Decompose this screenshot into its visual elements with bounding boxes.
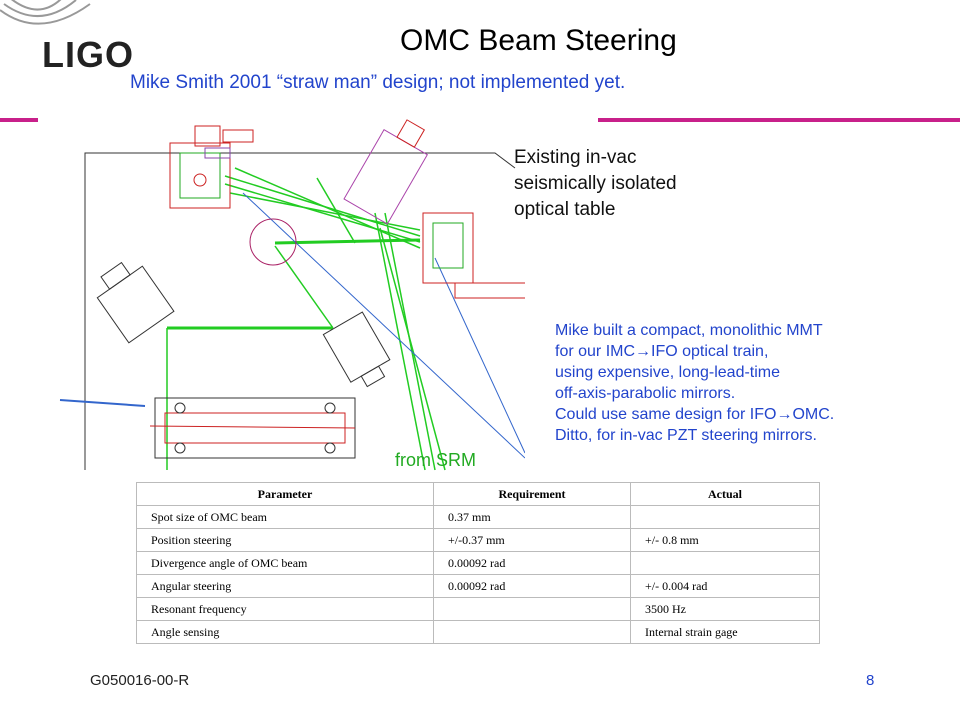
cell-parameter: Divergence angle of OMC beam [136, 551, 434, 575]
optical-table-label-line: optical table [514, 199, 616, 220]
mount-top-left [169, 125, 254, 209]
curved-mirror [249, 218, 297, 266]
cell-parameter: Angle sensing [136, 620, 434, 644]
pointer-lines [59, 192, 525, 459]
mmt-note: Mike built a compact, monolithic MMT for… [555, 320, 834, 446]
cell-actual: +/- 0.8 mm [630, 528, 820, 552]
header-rule-right [598, 118, 960, 122]
ligo-logo: LIGO [42, 34, 134, 75]
cell-requirement [433, 597, 631, 621]
cell-requirement: 0.37 mm [433, 505, 631, 529]
cell-parameter: Resonant frequency [136, 597, 434, 621]
table-row: Position steering +/-0.37 mm +/- 0.8 mm [136, 528, 820, 552]
document-id: G050016-00-R [90, 672, 190, 689]
beam-paths [166, 167, 446, 471]
cell-actual [630, 505, 820, 529]
mount-left [96, 261, 175, 344]
mount-bottom [149, 397, 356, 459]
header-parameter: Parameter [136, 482, 434, 506]
cell-actual: 3500 Hz [630, 597, 820, 621]
cell-parameter: Angular steering [136, 574, 434, 598]
cell-actual [630, 551, 820, 575]
note-line: off-axis-parabolic mirrors. [555, 385, 736, 402]
table-row: Resonant frequency 3500 Hz [136, 597, 820, 621]
note-line: for our IMC→IFO optical train, [555, 343, 769, 360]
note-line: Could use same design for IFO→OMC. [555, 406, 835, 423]
note-line: Ditto, for in-vac PZT steering mirrors. [555, 427, 817, 444]
from-srm-label: from SRM [395, 450, 476, 470]
cell-actual: Internal strain gage [630, 620, 820, 644]
page-number: 8 [866, 672, 875, 689]
table-header-row: Parameter Requirement Actual [136, 482, 820, 506]
cell-requirement: 0.00092 rad [433, 574, 631, 598]
cell-parameter: Position steering [136, 528, 434, 552]
table-row: Divergence angle of OMC beam 0.00092 rad [136, 551, 820, 575]
optical-table-label-line: seismically isolated [514, 173, 677, 194]
cell-requirement [433, 620, 631, 644]
ligo-logo-arcs [0, 0, 91, 25]
header-rule-left [0, 118, 38, 122]
header-actual: Actual [630, 482, 820, 506]
mount-right [422, 212, 525, 299]
cell-actual: +/- 0.004 rad [630, 574, 820, 598]
cell-requirement: +/-0.37 mm [433, 528, 631, 552]
mount-center [322, 311, 391, 388]
optical-table-label-line: Existing in-vac [514, 147, 637, 168]
optical-table-outline [84, 152, 516, 470]
optical-table-label: Existing in-vac seismically isolated opt… [514, 145, 677, 223]
note-line: using expensive, long-lead-time [555, 364, 781, 381]
optical-layout-drawing [59, 119, 525, 471]
header-requirement: Requirement [433, 482, 631, 506]
cell-parameter: Spot size of OMC beam [136, 505, 434, 529]
table-row: Angle sensing Internal strain gage [136, 620, 820, 644]
slide-subtitle: Mike Smith 2001 “straw man” design; not … [130, 72, 626, 93]
table-row: Spot size of OMC beam 0.37 mm [136, 505, 820, 529]
requirements-table: Parameter Requirement Actual Spot size o… [136, 482, 820, 644]
mount-top-center [343, 119, 429, 225]
note-line: Mike built a compact, monolithic MMT [555, 322, 823, 339]
table-row: Angular steering 0.00092 rad +/- 0.004 r… [136, 574, 820, 598]
slide-title: OMC Beam Steering [400, 24, 677, 57]
cell-requirement: 0.00092 rad [433, 551, 631, 575]
